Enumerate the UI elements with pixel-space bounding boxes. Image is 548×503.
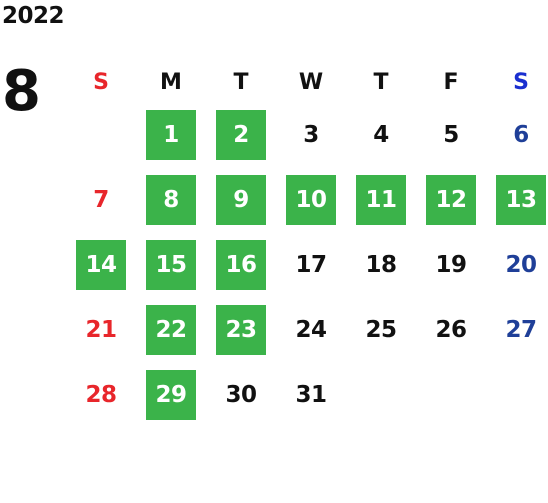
highlighted-day: 12 [426,174,476,225]
calendar-cell: 28 [66,362,136,427]
calendar-cell: 22 [136,297,206,362]
highlighted-day: 8 [146,174,196,225]
calendar-cell: 27 [486,297,548,362]
calendar-cell: 12 [416,167,486,232]
calendar-cell: 25 [346,297,416,362]
weekday-header-tuesday: T [233,69,249,95]
calendar-day: 24 [295,316,327,343]
highlighted-day: 1 [146,109,196,160]
calendar-cell: 2 [206,102,276,167]
calendar-cell: 17 [276,232,346,297]
calendar-day: 30 [225,381,257,408]
calendar-day: 20 [505,251,537,278]
calendar-cell: 15 [136,232,206,297]
calendar-day: 21 [85,316,117,343]
calendar-cell: 19 [416,232,486,297]
calendar-cell: 1 [136,102,206,167]
weekday-header-wednesday: W [298,69,324,95]
calendar-day: 5 [443,121,459,148]
calendar-day: 4 [373,121,389,148]
calendar-cell: 23 [206,297,276,362]
calendar-cell: 30 [206,362,276,427]
highlighted-day: 2 [216,109,266,160]
weekday-header-friday: F [443,69,459,95]
calendar-cell: 13 [486,167,548,232]
calendar-cell [66,102,136,167]
calendar-cell: 21 [66,297,136,362]
calendar-cell: 7 [66,167,136,232]
year-label: 2022 [2,3,65,29]
weekday-header-thursday: T [373,69,389,95]
calendar-cell: 11 [346,167,416,232]
highlighted-day: 16 [216,239,266,290]
highlighted-day: 22 [146,304,196,355]
highlighted-day: 23 [216,304,266,355]
weekday-header-monday: M [160,69,182,95]
calendar-cell: 16 [206,232,276,297]
calendar-day: 19 [435,251,467,278]
weekday-header-sunday: S [93,69,109,95]
month-number: 8 [2,59,41,124]
calendar-day: 25 [365,316,397,343]
calendar-day: 6 [513,121,529,148]
calendar-cell [346,362,416,427]
highlighted-day: 13 [496,174,546,225]
calendar-day: 7 [93,186,109,213]
calendar-cell: 26 [416,297,486,362]
calendar-day: 31 [295,381,327,408]
calendar-cell: 31 [276,362,346,427]
calendar-cell: 14 [66,232,136,297]
calendar-cell: 10 [276,167,346,232]
weekday-header-saturday: S [513,69,529,95]
highlighted-day: 9 [216,174,266,225]
calendar-cell: 24 [276,297,346,362]
calendar-day: 28 [85,381,117,408]
calendar-cell: 3 [276,102,346,167]
calendar-day: 17 [295,251,327,278]
calendar-cell: 9 [206,167,276,232]
calendar-cell: 8 [136,167,206,232]
highlighted-day: 29 [146,369,196,420]
calendar-cell [416,362,486,427]
calendar-day: 27 [505,316,537,343]
highlighted-day: 14 [76,239,126,290]
calendar-cell: 29 [136,362,206,427]
calendar-cell: 20 [486,232,548,297]
calendar-cell: 4 [346,102,416,167]
calendar-day: 18 [365,251,397,278]
calendar-cell [486,362,548,427]
calendar-cell: 6 [486,102,548,167]
calendar-cell: 18 [346,232,416,297]
calendar-cell: 5 [416,102,486,167]
calendar-day: 26 [435,316,467,343]
highlighted-day: 11 [356,174,406,225]
highlighted-day: 10 [286,174,336,225]
highlighted-day: 15 [146,239,196,290]
calendar-day: 3 [303,121,319,148]
